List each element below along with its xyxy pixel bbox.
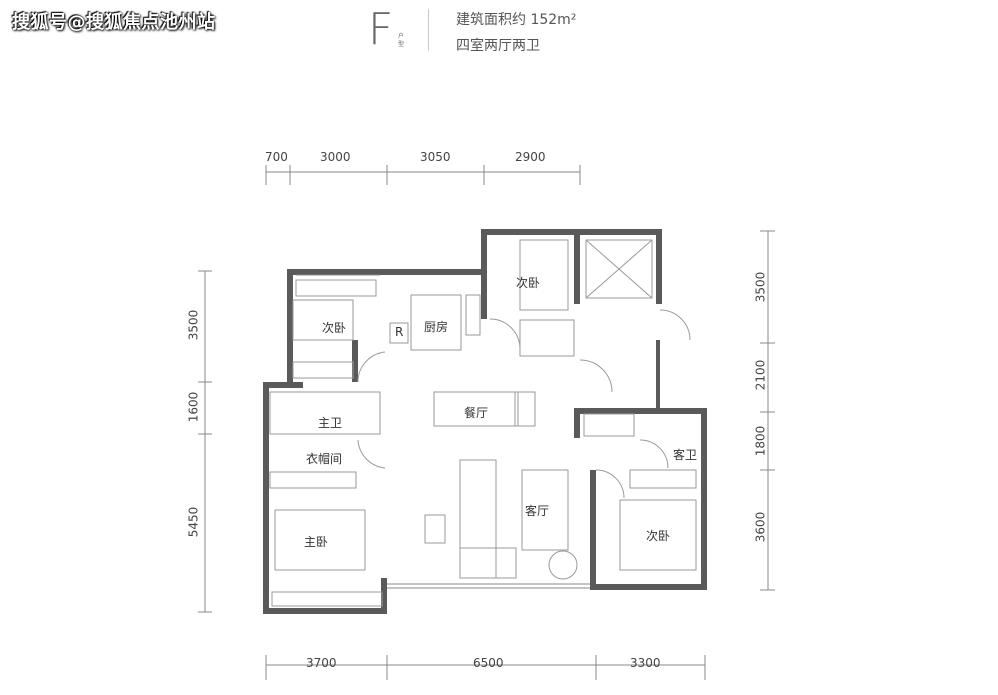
window-lines	[296, 274, 590, 589]
unit-sub-label: 户型	[398, 33, 405, 48]
dim-top-2: 3000	[320, 150, 351, 164]
room-label-kitchen: 厨房	[424, 320, 449, 334]
room-label-dining: 餐厅	[464, 406, 489, 420]
dim-left-3: 5450	[186, 506, 201, 538]
area-text: 建筑面积约 152m²	[456, 12, 577, 28]
dim-right-3: 1800	[753, 425, 768, 457]
watermark-text: 搜狐号@搜狐焦点池州站	[12, 12, 216, 33]
room-label-bedroom-nw: 次卧	[322, 321, 347, 335]
dim-top-3: 3050	[420, 150, 451, 164]
header-divider	[428, 9, 429, 51]
dimension-lines	[198, 165, 775, 680]
unit-letter: F	[368, 4, 394, 55]
room-label-guest-bath: 客卫	[673, 448, 698, 462]
walls	[263, 229, 707, 614]
dim-left-2: 1600	[186, 391, 201, 423]
dim-left-1: 3500	[186, 309, 201, 341]
fridge-label: R	[395, 325, 404, 339]
dim-bottom-2: 6500	[473, 656, 504, 670]
room-label-living: 客厅	[525, 504, 550, 518]
room-label-bedroom-n: 次卧	[516, 276, 541, 290]
dim-bottom-1: 3700	[306, 656, 337, 670]
room-label-bedroom-se: 次卧	[646, 529, 671, 543]
layout-text: 四室两厅两卫	[456, 38, 540, 54]
door-arcs	[357, 309, 691, 499]
dim-top-4: 2900	[515, 150, 546, 164]
room-label-closet: 衣帽间	[306, 452, 343, 466]
room-label-master-bedroom: 主卧	[304, 535, 329, 549]
furniture	[269, 239, 697, 607]
dim-right-1: 3500	[753, 271, 768, 303]
dim-right-4: 3600	[753, 511, 768, 543]
dim-bottom-3: 3300	[630, 656, 661, 670]
room-label-master-bath: 主卫	[318, 416, 343, 430]
dim-top-1: 700	[265, 150, 288, 164]
dim-right-2: 2100	[753, 359, 768, 391]
